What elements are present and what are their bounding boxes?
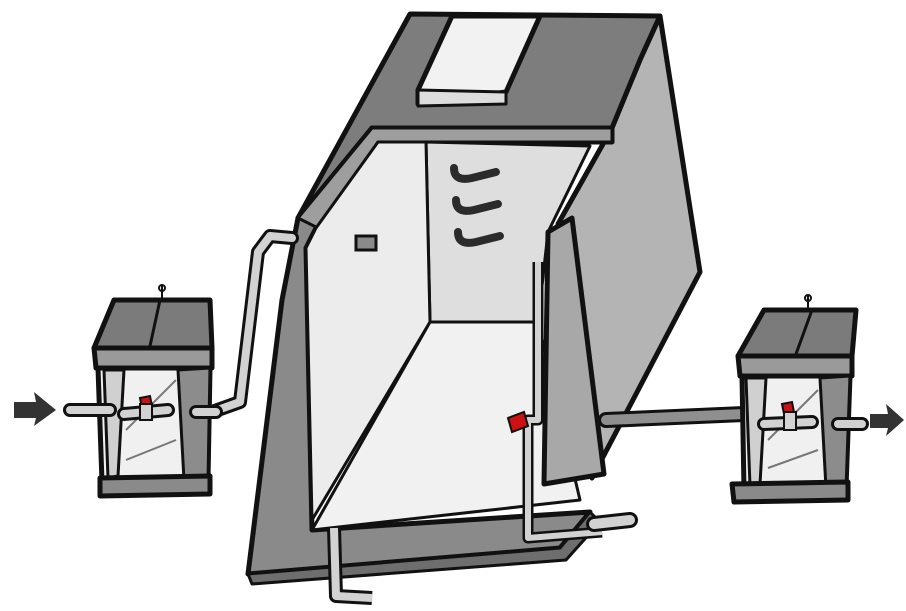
outlet-arrow-icon — [870, 404, 904, 436]
wall-fitting — [356, 236, 376, 250]
left-unit-lid — [94, 300, 212, 348]
left-filter-unit — [70, 285, 216, 496]
inlet-arrow-icon — [14, 392, 56, 426]
right-connecting-pipe — [606, 414, 744, 420]
right-filter-unit — [732, 295, 862, 502]
